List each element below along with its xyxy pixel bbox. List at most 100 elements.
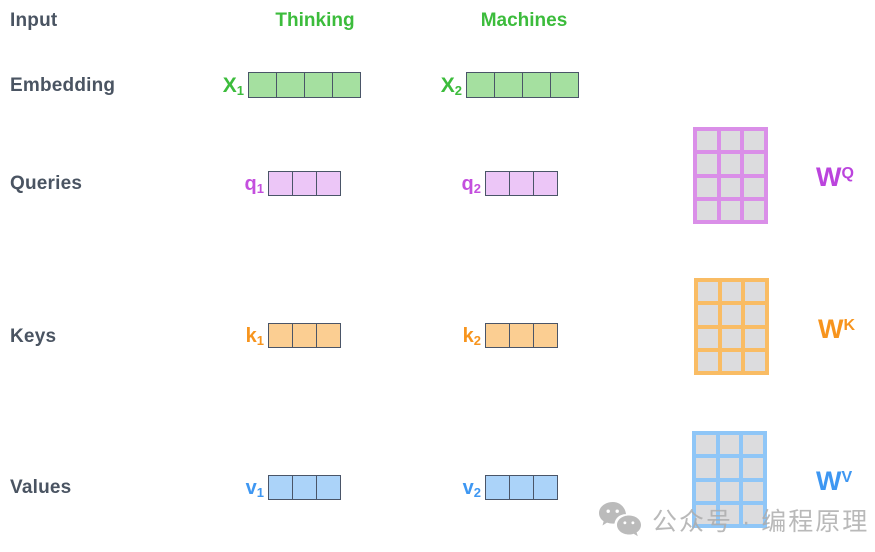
matrix-cell [721, 351, 742, 371]
vector-cell [533, 171, 558, 196]
vector-label-x2: X2 [440, 73, 462, 98]
vector-label-v2: v2 [462, 476, 481, 500]
embedding-vector-x1: X1 [216, 72, 361, 98]
row-label-input: Input [10, 10, 58, 31]
vector-cell [248, 72, 277, 98]
vector-cell [485, 171, 510, 196]
matrix-cell [697, 200, 717, 220]
matrix-cell [696, 458, 716, 478]
vector-cell [494, 72, 523, 98]
matrix-cell [719, 481, 740, 501]
vector-cells-q2 [485, 171, 558, 196]
vector-cell [304, 72, 333, 98]
matrix-cell [745, 305, 765, 325]
matrix-cell [696, 504, 716, 524]
vector-cell [316, 323, 341, 348]
row-label-queries: Queries [10, 173, 83, 194]
matrix-cell [720, 177, 741, 197]
matrix-cell [721, 305, 742, 325]
key-vector-k1: k1 [244, 323, 341, 348]
weight-matrix-wv [692, 431, 767, 528]
query-vector-q1: q1 [244, 171, 341, 196]
matrix-cell [720, 200, 741, 220]
matrix-cell [696, 481, 716, 501]
vector-cell [292, 323, 317, 348]
key-vector-k2: k2 [461, 323, 558, 348]
vector-label-q1: q1 [244, 172, 264, 196]
matrix-cell [743, 435, 763, 455]
vector-cells-k1 [268, 323, 341, 348]
value-vector-v2: v2 [461, 475, 558, 500]
wechat-icon [598, 501, 642, 538]
vector-cell [509, 323, 534, 348]
vector-cells-x1 [248, 72, 361, 98]
vector-label-k1: k1 [245, 324, 264, 348]
matrix-cell [744, 200, 764, 220]
matrix-cell [698, 328, 718, 348]
vector-cell [533, 323, 558, 348]
matrix-cell [743, 481, 763, 501]
watermark-text: 公众号 · 编程原理 [652, 507, 870, 536]
row-label-embedding: Embedding [10, 75, 116, 96]
weight-label-wq: WQ [816, 162, 854, 192]
vector-cell [485, 475, 510, 500]
matrix-cell [720, 131, 741, 151]
matrix-cell [720, 154, 741, 174]
vector-cells-v1 [268, 475, 341, 500]
matrix-cell [745, 351, 765, 371]
matrix-cell [697, 154, 717, 174]
matrix-cell [743, 458, 763, 478]
weight-matrix-wq [693, 127, 768, 224]
matrix-cell [696, 435, 716, 455]
vector-cell [509, 171, 534, 196]
vector-cell [292, 475, 317, 500]
matrix-cell [719, 458, 740, 478]
matrix-cell [698, 305, 718, 325]
word-label-thinking: Thinking [275, 10, 355, 31]
vector-cells-v2 [485, 475, 558, 500]
vector-label-v1: v1 [245, 476, 264, 500]
matrix-cell [744, 177, 764, 197]
weight-label-wv: WV [816, 466, 853, 496]
vector-label-k2: k2 [462, 324, 481, 348]
vector-cell [276, 72, 305, 98]
vector-cells-x2 [466, 72, 579, 98]
vector-cell [268, 475, 293, 500]
query-vector-q2: q2 [461, 171, 558, 196]
matrix-cell [719, 504, 740, 524]
row-label-values: Values [10, 477, 72, 498]
matrix-cell [744, 131, 764, 151]
vector-cell [316, 171, 341, 196]
vector-label-x1: X1 [222, 73, 244, 98]
vector-cells-q1 [268, 171, 341, 196]
vector-cell [332, 72, 361, 98]
vector-cell [550, 72, 579, 98]
matrix-cell [745, 328, 765, 348]
word-label-machines: Machines [480, 10, 568, 31]
matrix-cell [698, 282, 718, 302]
embedding-vector-x2: X2 [434, 72, 579, 98]
vector-cell [466, 72, 495, 98]
matrix-cell [719, 435, 740, 455]
vector-cell [485, 323, 510, 348]
vector-cell [316, 475, 341, 500]
matrix-cell [745, 282, 765, 302]
matrix-cell [698, 351, 718, 371]
row-label-keys: Keys [10, 326, 57, 347]
vector-cell [292, 171, 317, 196]
matrix-cell [721, 328, 742, 348]
vector-cell [522, 72, 551, 98]
vector-cell [268, 171, 293, 196]
matrix-cell [744, 154, 764, 174]
vector-cell [533, 475, 558, 500]
watermark: 公众号 · 编程原理 [598, 501, 869, 538]
matrix-cell [697, 131, 717, 151]
vector-cells-k2 [485, 323, 558, 348]
vector-cell [268, 323, 293, 348]
matrix-cell [743, 504, 763, 524]
weight-label-wk: WK [818, 314, 856, 344]
matrix-cell [721, 282, 742, 302]
weight-matrix-wk [694, 278, 769, 375]
value-vector-v1: v1 [244, 475, 341, 500]
